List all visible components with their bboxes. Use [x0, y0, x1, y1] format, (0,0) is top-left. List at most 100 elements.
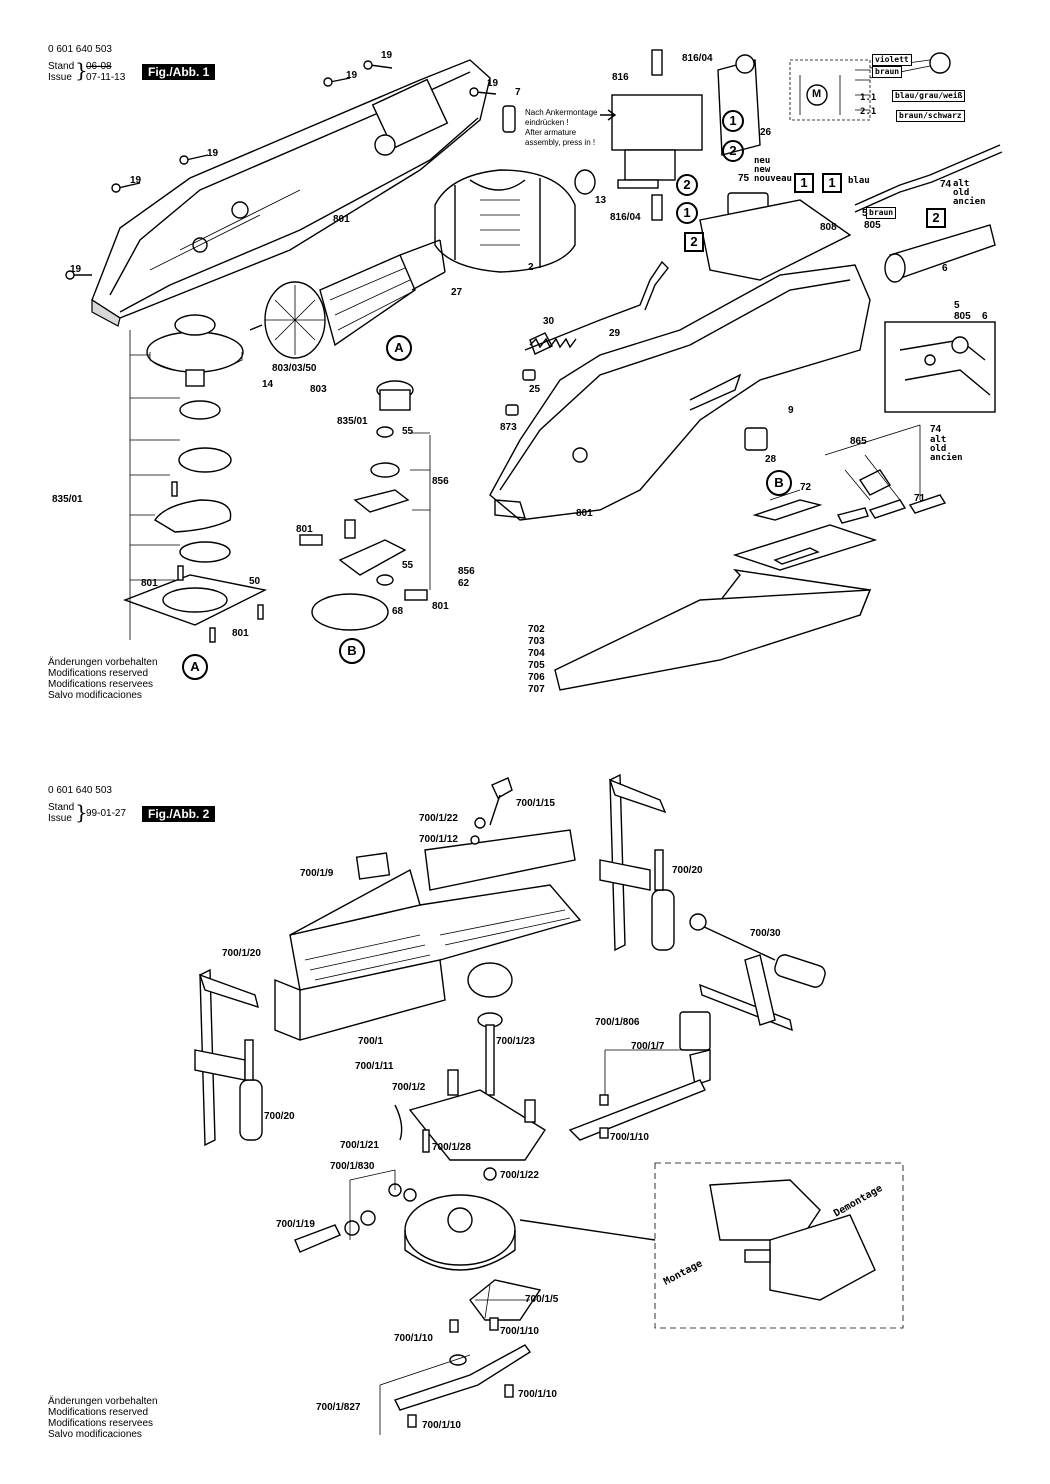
part-label: 801 — [576, 508, 593, 519]
terminal-1-1: 1.1 — [860, 93, 877, 103]
part-label: 700/20 — [672, 865, 703, 876]
stand-date-old: 06-08 — [86, 61, 112, 72]
part-label: 26 — [760, 127, 772, 138]
part-label: 803/03/50 — [272, 363, 317, 374]
part-label: 13 — [595, 195, 607, 206]
part-label: 19 — [381, 50, 393, 61]
part-label: 816/04 — [610, 212, 641, 223]
issue-label-2: Issue — [48, 813, 72, 824]
part-label: 700/30 — [750, 928, 781, 939]
part-label: 19 — [346, 70, 358, 81]
part-label: 700/20 — [264, 1111, 295, 1122]
marker-box-1: 1 — [794, 173, 814, 193]
eccentric-stack — [299, 380, 428, 631]
part-label: 700/1/806 — [595, 1017, 640, 1028]
marker-circle-2: 2 — [722, 140, 744, 162]
motor-housing-shell — [91, 59, 491, 327]
part-label: 801 — [333, 214, 350, 225]
part-label: 801 — [296, 524, 313, 535]
part-label: 705 — [528, 660, 545, 671]
part-label: 704 — [528, 648, 545, 659]
ref-marker-a-bottom: A — [182, 654, 208, 680]
guide-700-1-806 — [568, 1011, 711, 1141]
part-label: 50 — [249, 576, 261, 587]
wire-blau: blau — [848, 176, 870, 186]
part-label: 19 — [207, 148, 219, 159]
disclaimer-fr-2: Modifications reservees — [48, 1418, 154, 1429]
part-label: 706 — [528, 672, 545, 683]
wire-braun: braun — [872, 66, 903, 78]
part-label: 72 — [800, 482, 812, 493]
part-label: 74 — [940, 179, 952, 190]
part-label: 5 — [862, 208, 868, 219]
part-label: 835/01 — [52, 494, 83, 505]
disclaimer-de-2: Änderungen vorbehalten — [48, 1396, 158, 1407]
new-label-fr: nouveau — [754, 174, 792, 184]
part-label: 700/1/20 — [222, 948, 261, 959]
old-label-en: old — [953, 188, 970, 198]
gear-stack-835-01 — [122, 314, 268, 643]
old-label-b-en: old — [930, 444, 947, 454]
new-label-en: new — [754, 165, 771, 175]
disclaimer-en: Modifications reserved — [48, 668, 149, 679]
disclaimer-de: Änderungen vorbehalten — [48, 657, 158, 668]
part-label: 29 — [609, 328, 621, 339]
part-7-clip — [502, 105, 516, 133]
part-label: 71 — [914, 493, 926, 504]
part-label: 7 — [515, 87, 521, 98]
part-label: 700/1/2 — [392, 1082, 426, 1093]
part-label: 700/1/22 — [500, 1170, 539, 1181]
part-label: 805 — [954, 311, 971, 322]
old-label-b-fr: ancien — [930, 453, 963, 463]
assembly-note-en-2: assembly, press in ! — [525, 138, 596, 147]
part-label: 700/1/15 — [516, 798, 555, 809]
marker-box-2b: 2 — [926, 208, 946, 228]
part-label: 75 — [738, 173, 750, 184]
part-label: 805 — [864, 220, 881, 231]
part-label: 700/1/23 — [496, 1036, 535, 1047]
figure-tag: Fig./Abb. 1 — [142, 64, 216, 80]
leader-lines-right — [769, 424, 921, 501]
doc-number: 0 601 640 503 — [48, 44, 112, 55]
part-label: 700/1/28 — [432, 1142, 471, 1153]
marker-circle-1: 1 — [722, 110, 744, 132]
switch-816 — [574, 49, 703, 221]
part-label: 700/1/12 — [419, 834, 458, 845]
part-label: 700/1/11 — [355, 1061, 394, 1072]
old-label-b-de: alt — [930, 435, 947, 445]
brace: } — [75, 58, 88, 82]
part-label: 9 — [788, 405, 794, 416]
part-label: 835/01 — [337, 416, 368, 427]
disclaimer-es-2: Salvo modificaciones — [48, 1429, 142, 1440]
clamp-700-30 — [689, 913, 826, 1032]
part-873 — [505, 404, 519, 416]
part-label: 19 — [487, 78, 499, 89]
clamp-700-20-left — [194, 968, 263, 1147]
part-label: 801 — [232, 628, 249, 639]
part-label: 700/1/10 — [394, 1333, 433, 1344]
old-label-de: alt — [953, 179, 970, 189]
part-label: 6 — [942, 263, 948, 274]
marker-box-1b: 1 — [822, 173, 842, 193]
part-label: 700/1/22 — [419, 813, 458, 824]
figure-tag-2: Fig./Abb. 2 — [142, 806, 216, 822]
part-label: 5 — [954, 300, 960, 311]
part-label: 700/1 — [358, 1036, 384, 1047]
field-coil-2 — [434, 169, 576, 273]
stand-label: Stand — [48, 61, 75, 72]
part-label: 703 — [528, 636, 545, 647]
assembly-note-en-1: After armature — [525, 128, 577, 137]
stand-label-2: Stand — [48, 802, 75, 813]
cord-inset-detail — [884, 321, 996, 413]
part-label: 30 — [543, 316, 555, 327]
ref-marker-a-top: A — [386, 335, 412, 361]
part-label: 856 — [458, 566, 475, 577]
part-label: 801 — [432, 601, 449, 612]
leader-lines-left — [129, 330, 180, 640]
part-label: 2 — [528, 262, 534, 273]
part-label: 700/1/5 — [525, 1294, 559, 1305]
part-label: 700/1/19 — [276, 1219, 315, 1230]
part-label: 700/1/10 — [610, 1132, 649, 1143]
part-label: 19 — [70, 264, 82, 275]
